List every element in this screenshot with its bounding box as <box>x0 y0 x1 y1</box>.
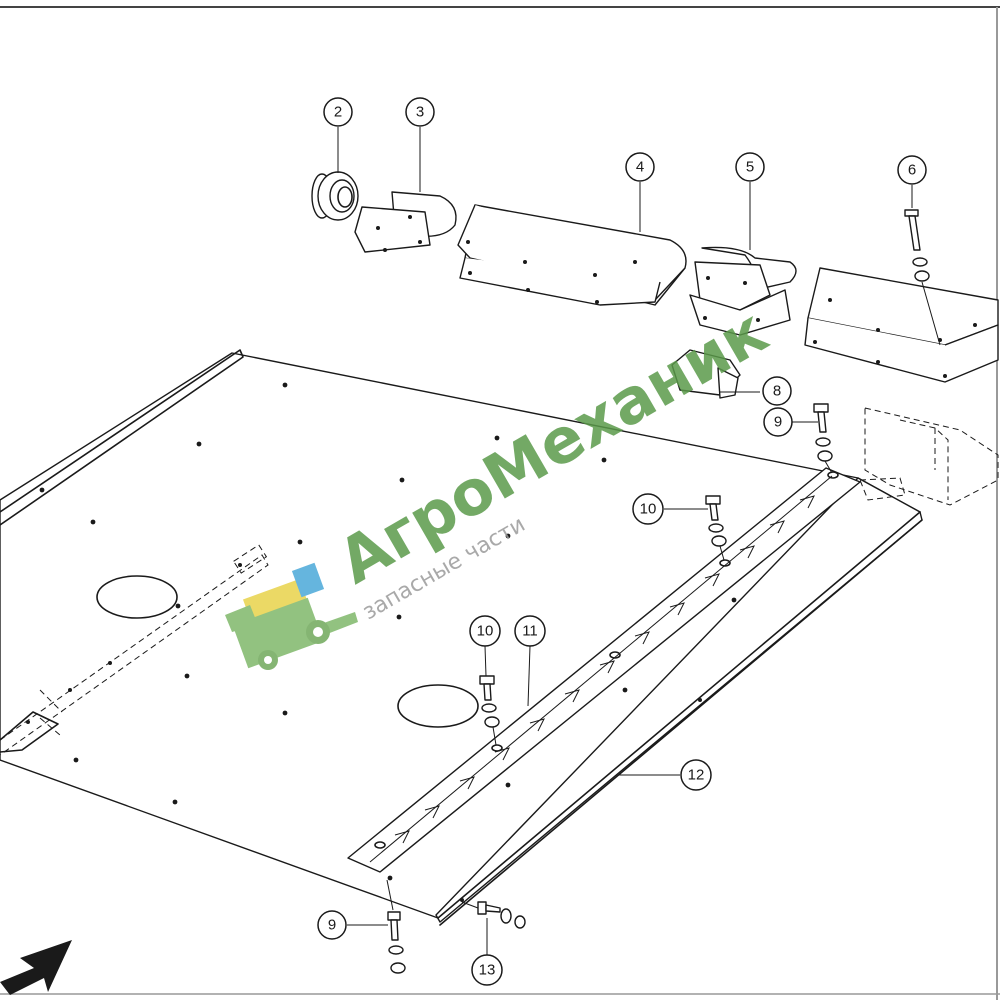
callout-label: 2 <box>334 104 342 121</box>
callout-label: 4 <box>636 159 644 176</box>
callout-label: 8 <box>773 383 781 400</box>
bracket-3 <box>354 191 457 253</box>
bolt-9-lower <box>386 879 406 974</box>
bushing-2 <box>311 171 359 221</box>
callout-label: 13 <box>479 962 496 979</box>
callout-12: 12 <box>618 759 712 791</box>
bracket-8 <box>671 349 760 399</box>
bolt-13 <box>461 901 526 929</box>
angle-bar-12 <box>435 477 923 926</box>
callout-9-lower: 9 <box>317 910 388 940</box>
callout-4: 4 <box>625 152 655 232</box>
callout-label: 6 <box>908 162 916 179</box>
dashed-rail <box>0 544 269 756</box>
bolt-10-upper <box>705 495 727 561</box>
right-cover <box>804 267 999 383</box>
callout-10-lower: 10 <box>469 615 501 677</box>
callout-10-upper: 10 <box>632 493 708 525</box>
saddle-5 <box>689 246 797 336</box>
combine-harvester-icon <box>225 562 358 670</box>
callout-label: 9 <box>328 917 336 934</box>
callout-label: 5 <box>746 159 754 176</box>
strip-ribs <box>394 495 815 844</box>
callout-label: 3 <box>416 104 424 121</box>
callout-label: 11 <box>522 623 538 640</box>
bolt-10-lower <box>479 675 500 746</box>
bolt-6 <box>904 209 941 346</box>
callout-label: 9 <box>774 414 782 431</box>
callout-label: 10 <box>477 623 494 640</box>
callout-13: 13 <box>471 918 503 986</box>
cover-4 <box>457 204 687 306</box>
floor-plate <box>0 349 921 919</box>
callout-6: 6 <box>897 155 927 208</box>
arrow-down-left-icon <box>0 940 72 995</box>
ribbed-strip-11 <box>347 467 861 873</box>
callout-3: 3 <box>405 97 435 192</box>
callout-label: 12 <box>688 767 705 784</box>
callout-9-upper: 9 <box>763 407 818 437</box>
bolt-9-upper <box>813 403 833 474</box>
callout-5: 5 <box>735 152 765 250</box>
callout-8: 8 <box>762 376 792 406</box>
callout-label: 10 <box>640 501 657 518</box>
page-frame <box>0 6 1000 1000</box>
dashed-box <box>859 407 999 506</box>
callout-2: 2 <box>323 97 353 173</box>
callout-11: 11 <box>514 615 546 707</box>
plate-holes <box>39 382 737 881</box>
